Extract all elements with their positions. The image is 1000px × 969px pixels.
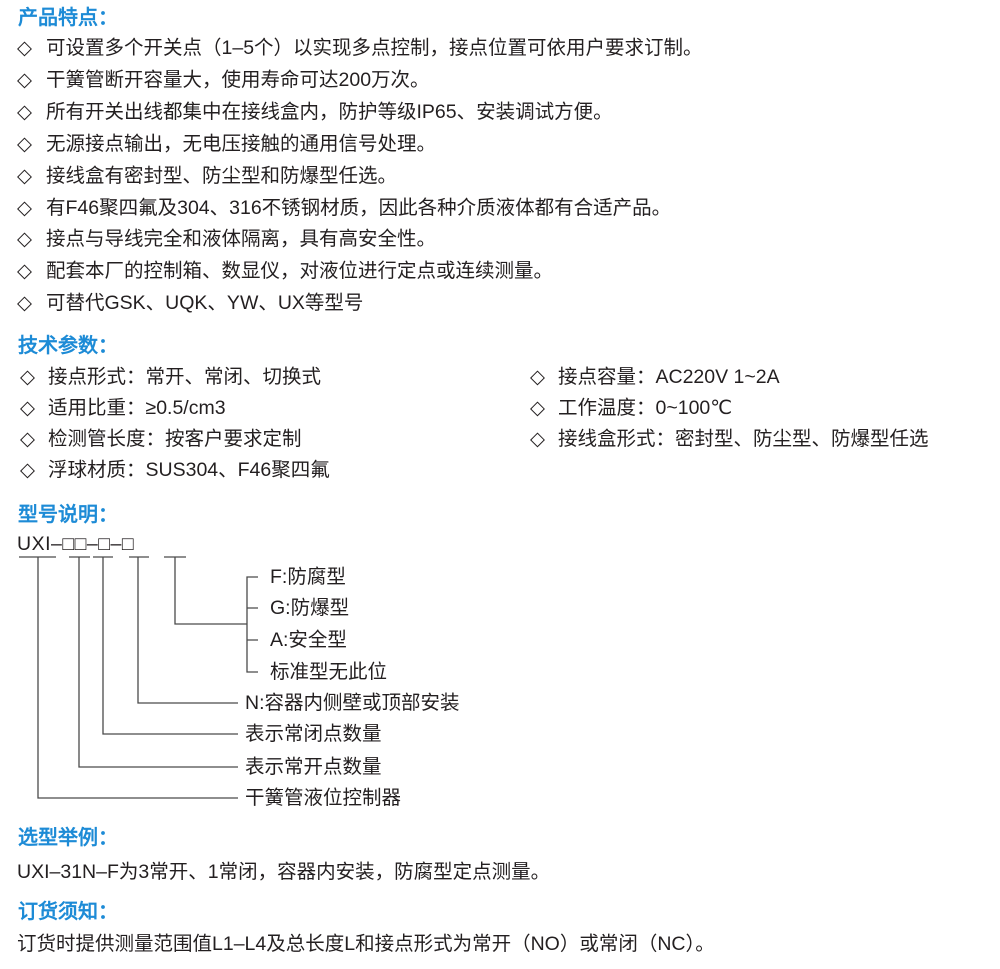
spec-item: 接点形式：常开、常闭、切换式: [48, 366, 322, 388]
diamond-bullet-icon: ◇: [20, 366, 35, 388]
feature-item: 有F46聚四氟及304、316不锈钢材质，因此各种介质液体都有合适产品。: [46, 196, 672, 219]
feature-item: 可设置多个开关点（1–5个）以实现多点控制，接点位置可依用户要求订制。: [46, 37, 703, 59]
diamond-bullet-icon: ◇: [530, 366, 545, 388]
model-code: UXI–□□–□–□: [17, 533, 135, 555]
feature-item: 接线盒有密封型、防尘型和防爆型任选。: [46, 164, 398, 187]
diamond-bullet-icon: ◇: [20, 397, 35, 419]
model-field-label: 表示常闭点数量: [245, 723, 382, 745]
order-heading: 订货须知：: [18, 901, 118, 923]
spec-item: 接点容量：AC220V 1~2A: [558, 366, 780, 388]
model-option-label: A:安全型: [270, 629, 347, 651]
example-text: UXI–31N–F为3常开、1常闭，容器内安装，防腐型定点测量。: [17, 861, 551, 883]
diamond-bullet-icon: ◇: [17, 37, 32, 59]
model-field-label: 表示常开点数量: [245, 756, 382, 778]
diamond-bullet-icon: ◇: [17, 196, 32, 219]
example-heading: 选型举例：: [18, 827, 118, 849]
diamond-bullet-icon: ◇: [530, 428, 545, 450]
spec-item: 工作温度：0~100℃: [558, 397, 733, 419]
diamond-bullet-icon: ◇: [17, 68, 32, 91]
model-option-label: 标准型无此位: [270, 661, 388, 683]
model-field-label: 干簧管液位控制器: [245, 787, 402, 809]
diamond-bullet-icon: ◇: [17, 132, 32, 155]
model-option-label: F:防腐型: [270, 566, 346, 588]
spec-item: 浮球材质：SUS304、F46聚四氟: [48, 459, 330, 481]
diamond-bullet-icon: ◇: [17, 164, 32, 187]
diamond-bullet-icon: ◇: [17, 260, 32, 283]
feature-item: 配套本厂的控制箱、数显仪，对液位进行定点或连续测量。: [46, 260, 554, 283]
feature-item: 接点与导线完全和液体隔离，具有高安全性。: [46, 228, 437, 251]
spec-item: 适用比重：≥0.5/cm3: [48, 397, 226, 419]
diamond-bullet-icon: ◇: [17, 100, 32, 123]
feature-item: 所有开关出线都集中在接线盒内，防护等级IP65、安装调试方便。: [46, 100, 613, 123]
feature-item: 可替代GSK、UQK、YW、UX等型号: [46, 292, 364, 315]
diamond-bullet-icon: ◇: [17, 228, 32, 251]
model-heading: 型号说明：: [18, 504, 118, 526]
spec-item: 检测管长度：按客户要求定制: [48, 428, 302, 450]
spec-item: 接线盒形式：密封型、防尘型、防爆型任选: [558, 428, 929, 450]
diamond-bullet-icon: ◇: [20, 428, 35, 450]
specs-heading: 技术参数：: [18, 335, 118, 357]
diamond-bullet-icon: ◇: [17, 292, 32, 315]
feature-item: 干簧管断开容量大，使用寿命可达200万次。: [46, 68, 430, 91]
feature-item: 无源接点输出，无电压接触的通用信号处理。: [46, 132, 437, 155]
model-field-label: N:容器内侧壁或顶部安装: [245, 692, 460, 714]
features-heading: 产品特点：: [18, 7, 118, 29]
diamond-bullet-icon: ◇: [530, 397, 545, 419]
order-text: 订货时提供测量范围值L1–L4及总长度L和接点形式为常开（NO）或常闭（NC）。: [17, 933, 715, 955]
diamond-bullet-icon: ◇: [20, 459, 35, 481]
model-option-label: G:防爆型: [270, 597, 350, 619]
